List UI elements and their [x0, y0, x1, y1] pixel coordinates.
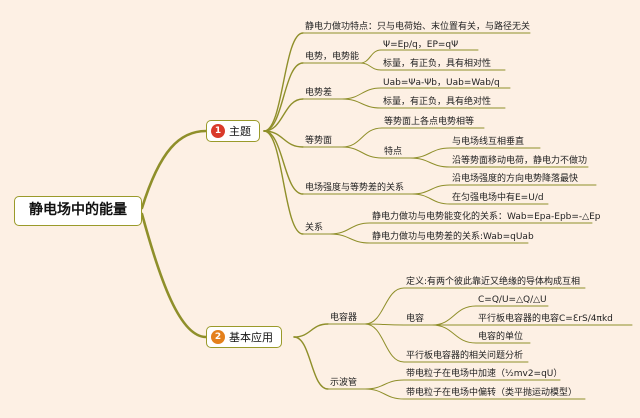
node-perpendicular: 与电场线互相垂直	[452, 137, 525, 147]
branch-topic-label: 主题	[229, 125, 251, 138]
pd-c1-line	[341, 87, 382, 100]
relations-c2-line	[329, 233, 371, 244]
node-work-feature: 静电力做功特点：只与电荷始、末位置有关，与路径无关	[305, 22, 531, 32]
node-field-relation: 电场强度与等势差的关系	[305, 183, 405, 193]
topic-to-pd-line	[263, 98, 304, 132]
node-no-work: 沿等势面移动电荷，静电力不做功	[452, 156, 588, 166]
topic-to-work-line	[263, 32, 304, 132]
node-deflection: 带电粒子在电场中偏转（类平抛运动模型）	[406, 388, 578, 398]
field-c1-line	[411, 184, 451, 195]
node-parallel-plate-problems: 平行板电容器的相关问题分析	[406, 351, 524, 361]
osc-c2-line	[364, 388, 405, 400]
equip-sub-line	[341, 146, 383, 159]
cap-s3-line	[431, 324, 477, 344]
node-equipotential-equal: 等势面上各点电势相等	[384, 117, 475, 127]
branch-application-label: 基本应用	[229, 331, 273, 344]
cap-sub-line	[364, 323, 405, 326]
node-parallel-plate: 平行板电容器的电容C=ℇrS/4πkd	[478, 314, 613, 324]
node-oscilloscope: 示波管	[330, 378, 358, 388]
root-to-application-line	[140, 212, 208, 339]
branch-application: 2 基本应用	[206, 326, 282, 348]
node-capacitor-definition: 定义:有两个彼此靠近又绝缘的导体构成互相	[406, 277, 581, 287]
cap-s1-line	[431, 305, 477, 326]
equip-s1-line	[409, 147, 451, 159]
relations-c1-line	[329, 222, 371, 235]
topic-to-field-line	[263, 130, 304, 195]
node-work-pd: 静电力做功与电势差的关系:Wab=qUab	[372, 232, 534, 242]
node-capacitor: 电容器	[330, 313, 358, 323]
badge-1: 1	[211, 124, 225, 138]
root-node: 静电场中的能量	[14, 196, 142, 226]
potential-c1-line	[359, 49, 382, 64]
topic-to-potential-line	[263, 62, 304, 132]
node-acceleration: 带电粒子在电场中加速（½mv2=qU）	[406, 369, 563, 379]
node-capacitance-formula: C=Q/U=△Q/△U	[478, 295, 547, 305]
equip-s2-line	[409, 157, 451, 168]
cap-c2-line	[364, 323, 405, 363]
app-to-oscilloscope-line	[293, 336, 329, 390]
topic-to-relations-line	[263, 130, 304, 235]
node-capacitance-unit: 电容的单位	[478, 332, 524, 342]
node-equipotential-features: 特点	[384, 147, 403, 157]
node-potential-scalar: 标量，有正负，具有相对性	[383, 59, 492, 69]
cap-c1-line	[364, 287, 405, 325]
pd-c2-line	[341, 98, 382, 109]
osc-c1-line	[364, 379, 405, 390]
app-to-capacitor-line	[293, 323, 329, 338]
node-pd-formula: Uab=Ψa-Ψb，Uab=Wab/q	[383, 78, 500, 88]
node-equipotential: 等势面	[305, 136, 333, 146]
badge-2: 2	[211, 330, 225, 344]
node-relations: 关系	[305, 223, 324, 233]
branch-topic: 1 主题	[206, 120, 260, 142]
node-fastest-drop: 沿电场强度的方向电势降落最快	[452, 174, 579, 184]
root-to-topic-line	[140, 129, 208, 210]
node-potential-formula: Ψ=Ep/q，EP=qΨ	[383, 40, 459, 50]
node-pd-scalar: 标量，有正负，具有绝对性	[383, 97, 492, 107]
node-uniform-field: 在匀强电场中有E=U/d	[452, 193, 544, 203]
potential-c2-line	[359, 62, 382, 71]
node-work-energy: 静电力做功与电势能变化的关系：Wab=Epa-Epb=-△Ep	[372, 212, 601, 222]
equip-c1-line	[341, 127, 383, 148]
field-c2-line	[411, 193, 451, 205]
node-potential: 电势，电势能	[305, 52, 360, 62]
node-potential-difference: 电势差	[305, 88, 333, 98]
node-capacitance: 电容	[406, 314, 425, 324]
